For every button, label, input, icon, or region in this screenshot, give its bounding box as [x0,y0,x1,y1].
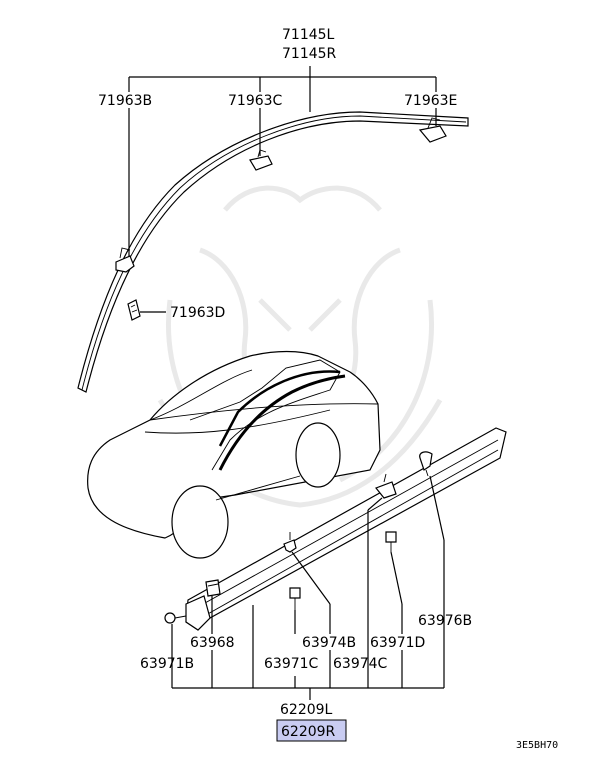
clip-d-icon[interactable] [127,299,141,321]
label-71963d: 71963D [170,305,225,321]
label-71963b: 71963B [98,93,152,109]
diagram-code: 3E5BH70 [516,740,558,751]
lower-leader-lines [171,475,445,700]
clip-63968-icon[interactable] [205,579,221,597]
label-63974c: 63974C [333,656,388,672]
label-71963e: 71963E [404,93,457,109]
label-63976b: 63976B [418,613,472,629]
screw-63971d-icon[interactable] [385,531,397,552]
label-63971b: 63971B [140,656,194,672]
clip-b-icon[interactable] [115,247,135,273]
side-garnish[interactable] [185,427,507,631]
label-71145r: 71145R [282,46,337,62]
label-71963c: 71963C [228,93,283,109]
label-group: 71145L 71145R 71963B 71963C 71963E 71963… [98,27,472,718]
clip-63974c-icon[interactable] [375,473,397,499]
upper-leader-lines [128,66,437,313]
rivet-63976b-icon[interactable] [419,451,433,477]
screw-63971c-icon[interactable] [289,587,301,610]
screw-63971b-icon[interactable] [164,612,187,624]
label-63968: 63968 [190,635,235,651]
label-71145l: 71145L [282,27,335,43]
clip-c-icon[interactable] [249,149,273,171]
label-63971d: 63971D [370,635,425,651]
label-63974b: 63974B [302,635,356,651]
clip-63974b-icon[interactable] [283,532,297,553]
clip-e-icon[interactable] [418,117,447,143]
roof-molding[interactable] [77,111,469,393]
car-outline [87,350,381,559]
label-62209r: 62209R [281,724,336,740]
label-63971c: 63971C [264,656,319,672]
highlighted-part-number[interactable]: 62209R [276,719,347,742]
label-62209l: 62209L [280,702,333,718]
